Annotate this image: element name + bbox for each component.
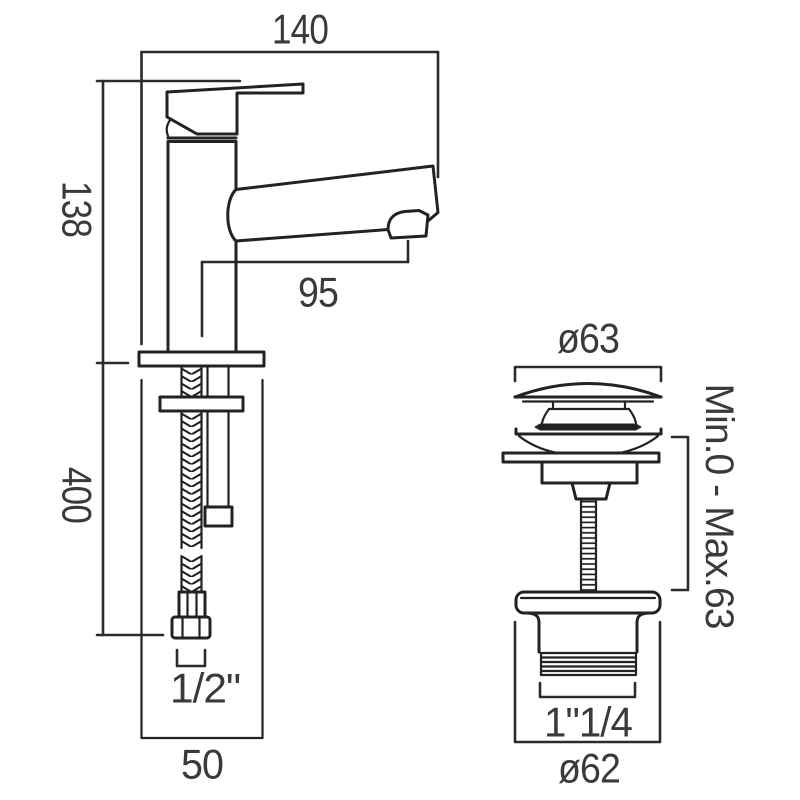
hose-hex-nut (170, 615, 212, 640)
waste-plug-cone (540, 407, 638, 425)
waste-dimension-lines (513, 365, 690, 744)
tap-body (166, 140, 238, 354)
dim-114-bracket (538, 681, 637, 699)
dim-63-line (513, 365, 663, 383)
fixing-stud (203, 365, 234, 528)
dim-half-inch-label: 1/2" (170, 665, 240, 712)
tap-spout (226, 164, 440, 243)
tap-dimension-labels: 140 138 95 400 1/2" 50 (54, 6, 340, 788)
waste-threaded-rod-edges (579, 497, 598, 594)
waste-backnut (514, 590, 662, 677)
tap-front-view: 140 138 95 400 1/2" 50 (54, 6, 440, 788)
waste-flange-edge (514, 427, 663, 436)
dim-140-label: 140 (272, 6, 328, 53)
hose-ferrule-ribs (186, 590, 198, 619)
waste-upper-body (540, 460, 639, 594)
spout-top-and-end (234, 164, 440, 223)
spout-aerator (386, 209, 430, 240)
backnut-shoulders (525, 611, 651, 654)
dim-minmax-bracket (670, 435, 690, 592)
waste-cap-stem (547, 400, 631, 411)
dim-62-bracket (513, 620, 662, 744)
base-plate (137, 350, 266, 368)
waste-top-flange (501, 427, 663, 464)
fixing-stud-nut (203, 505, 234, 528)
waste-side-view: ø63 Min.0 - Max.63 1"1/4 ø62 (501, 315, 741, 792)
dim-50-label: 50 (181, 741, 223, 788)
dim-63-label: ø63 (557, 315, 619, 362)
dim-minmax-label: Min.0 - Max.63 (697, 384, 741, 629)
basin-seat-plate (501, 451, 661, 464)
dim-95-label: 95 (298, 269, 338, 316)
tap-cartridge-collar (166, 136, 238, 143)
waste-seal-washer (534, 423, 642, 431)
hose-braid-lower-edges (180, 554, 203, 594)
waste-body-box (540, 460, 639, 485)
spout-underside (234, 228, 390, 243)
fixing-stud-edges (206, 365, 230, 509)
tap-under-deck (140, 365, 264, 740)
tap-handle (165, 82, 305, 143)
tap-handle-outline (165, 82, 305, 136)
hose-hex-nut-flats (181, 615, 201, 640)
dim-400-label: 400 (54, 467, 101, 523)
deck-clearance-box (140, 378, 264, 740)
dim-138-label: 138 (54, 181, 101, 237)
waste-threaded-rod (581, 499, 596, 592)
waste-cap (513, 382, 663, 431)
dim-half-inch-bracket (175, 648, 207, 668)
backnut-thread (539, 651, 638, 677)
backnut-flange-disc (514, 590, 662, 615)
dim-114-label: 1"1/4 (544, 699, 633, 746)
hose-ferrule (177, 590, 207, 619)
tap-dimension-lines (95, 50, 440, 668)
dim-62-label: ø62 (558, 745, 620, 792)
hose-braid-upper (181, 367, 202, 548)
waste-cap-dome (513, 382, 663, 399)
tap-handle-front-curve (165, 117, 173, 138)
clamping-washer (158, 395, 245, 413)
hose-braid-lower (181, 556, 202, 592)
waste-dimension-labels: ø63 Min.0 - Max.63 1"1/4 ø62 (544, 315, 741, 792)
spout-root-curve (226, 188, 238, 243)
